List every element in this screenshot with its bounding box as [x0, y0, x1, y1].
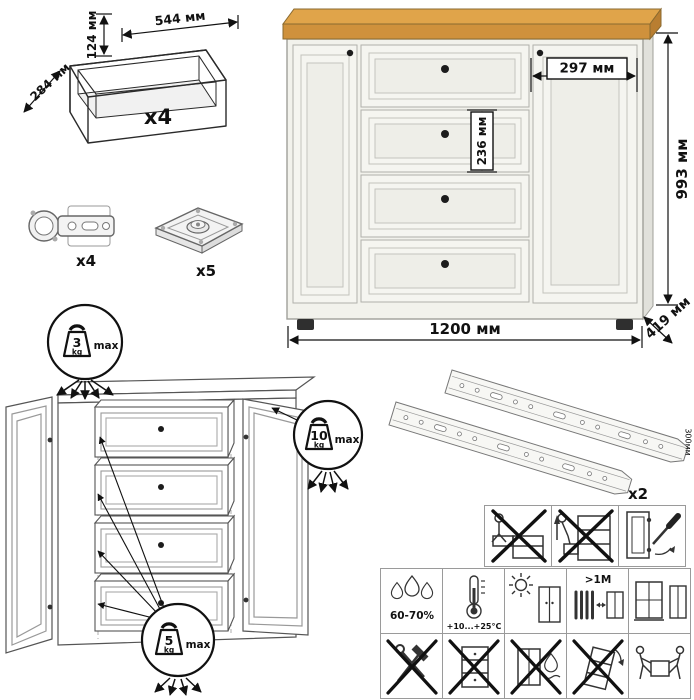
dim-door-width: 297 мм	[560, 61, 615, 77]
slide-length-label: 300мм	[684, 428, 693, 455]
hardware-parts: x4 x5	[28, 205, 244, 280]
drawer-width-label: 544 мм	[154, 8, 206, 29]
drawer-box-diagram: x4 124 мм 544 мм 284 мм	[23, 8, 239, 144]
prohibition-cross	[558, 509, 614, 563]
weight-icon: 5 kg	[154, 622, 184, 656]
load-limit-top-badge: 3 kg max	[46, 303, 124, 400]
drawer-slides-diagram: x2 300мм	[388, 369, 693, 503]
humidity-range: 60-70%	[389, 610, 434, 622]
open-left-door	[5, 396, 53, 654]
drawer-depth-label: 284 мм	[27, 60, 72, 104]
hinge-count: x4	[76, 252, 96, 270]
screwdriver-handle	[666, 513, 681, 529]
foot-icon	[154, 207, 244, 254]
icon-door-adjustment	[618, 505, 686, 567]
open-right-door	[242, 398, 309, 636]
load-limit-drawer-badge: 5 kg max	[140, 602, 216, 696]
load-limit-door-badge: 10 kg max	[271, 399, 364, 493]
foot-count: x5	[196, 262, 216, 280]
prohibition-cross	[491, 509, 547, 563]
drawer-load-leader-arrows	[97, 436, 165, 620]
temperature-range: +10...+25°C	[446, 622, 501, 631]
usage-warning-row	[484, 505, 686, 567]
left-door	[292, 44, 358, 304]
distance-value: >1M	[584, 574, 611, 586]
dim-width: 1200 мм	[429, 320, 501, 338]
foot-left	[297, 319, 314, 330]
open-drawers	[93, 398, 236, 632]
load-value: 5	[165, 633, 174, 648]
warning-icon-no-sitting-on-drawer	[484, 505, 552, 567]
product-dimension-diagram: 297 мм 236 мм 993 мм 1200 мм 419 мм	[282, 7, 694, 348]
foot-right	[616, 319, 633, 330]
slides-count: x2	[628, 485, 648, 503]
weight-icon: 3 kg	[62, 324, 92, 358]
wood-top	[282, 8, 662, 25]
load-max-label: max	[94, 340, 119, 352]
care-icon-heater-distance: >1M	[567, 569, 629, 634]
care-icon-avoid-sunlight	[505, 569, 567, 634]
hinge-icon	[28, 205, 115, 247]
icon-carry-with-two-people	[629, 634, 691, 699]
knob	[536, 49, 544, 57]
drawer-box-drawing	[69, 49, 227, 144]
warning-icon-no-pressure-on-cabinet	[443, 634, 505, 699]
load-max-label: max	[335, 434, 360, 446]
exploded-view-diagram: 3 kg max 10 kg max	[5, 303, 364, 696]
down-arrows	[307, 470, 349, 493]
care-pictogram-grid: 60-70% +10...+25°C	[380, 568, 691, 699]
dim-height: 993 мм	[673, 138, 691, 199]
right-door	[532, 44, 638, 304]
warning-icon-no-hammering	[381, 634, 443, 699]
warning-icon-no-tilting	[567, 634, 629, 699]
warning-icon-no-climbing	[551, 505, 619, 567]
load-value: 3	[73, 335, 82, 350]
dim-drawer-height: 236 мм	[475, 117, 489, 166]
sun-icon	[508, 572, 533, 597]
screwdriver-shaft	[652, 525, 670, 545]
drawer-fronts	[360, 44, 530, 303]
care-icon-ventilated-room	[629, 569, 691, 634]
load-unit: kg	[164, 646, 174, 655]
down-arrows	[154, 677, 202, 696]
care-icon-temperature: +10...+25°C	[443, 569, 505, 634]
radiator-icon	[574, 590, 594, 619]
warning-icon-no-wet-cleaning	[505, 634, 567, 699]
load-unit: kg	[72, 348, 82, 357]
load-value: 10	[310, 428, 328, 443]
drawer-height-label: 124 мм	[85, 11, 99, 60]
drawer-box-count: x4	[144, 105, 172, 129]
down-arrows	[56, 379, 114, 400]
weight-icon: 10 kg	[304, 417, 334, 451]
load-max-label: max	[186, 639, 211, 651]
cabinet-illustration	[282, 7, 662, 330]
care-icon-humidity: 60-70%	[381, 569, 443, 634]
knob	[346, 49, 354, 57]
drawer-box-dimensions	[23, 13, 239, 113]
load-unit: kg	[314, 441, 324, 450]
